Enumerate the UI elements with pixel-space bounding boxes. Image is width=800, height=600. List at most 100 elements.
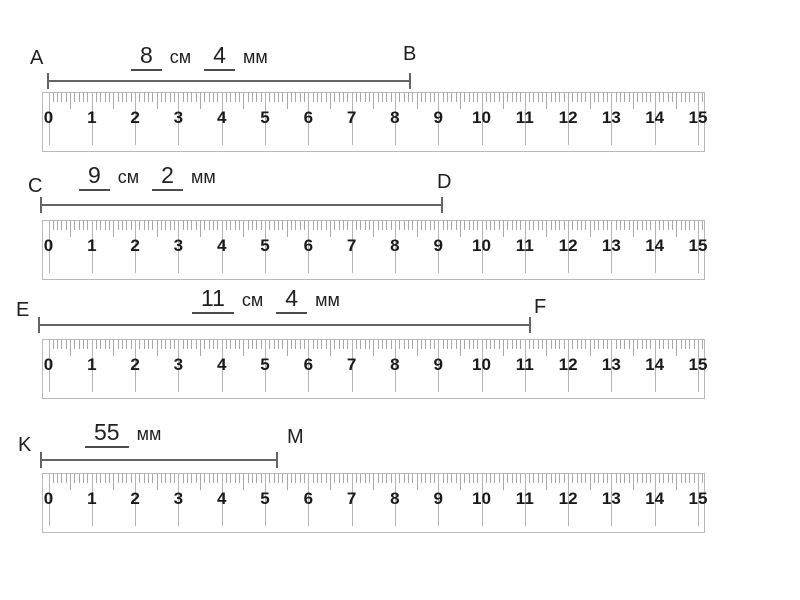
mm-tick xyxy=(399,93,401,102)
cm-tick xyxy=(438,221,440,273)
mm-tick xyxy=(602,474,604,483)
mm-tick xyxy=(498,93,500,102)
mm-tick xyxy=(100,93,102,102)
mm-tick xyxy=(646,340,648,349)
endpoint-label-a: A xyxy=(30,47,44,69)
mm-tick xyxy=(676,221,678,237)
mm-tick xyxy=(217,474,219,483)
measurement-text-cd: 9 см 2 мм xyxy=(79,164,216,191)
cm-tick xyxy=(178,93,180,145)
segment-cd xyxy=(40,197,443,213)
mm-tick xyxy=(672,340,674,349)
endpoint-label-c: C xyxy=(28,175,43,197)
mm-tick xyxy=(342,93,344,102)
cm-tick xyxy=(178,340,180,392)
mm-tick xyxy=(316,474,318,483)
mm-tick xyxy=(672,221,674,230)
mm-tick xyxy=(52,340,54,349)
mm-tick xyxy=(113,474,115,490)
mm-tick xyxy=(174,221,176,230)
mm-tick xyxy=(598,93,600,102)
mm-tick xyxy=(239,340,241,349)
mm-tick xyxy=(390,340,392,349)
mm-tick xyxy=(563,474,565,483)
mm-tick xyxy=(550,93,552,102)
ruler-number-1: 1 xyxy=(87,108,97,127)
cm-tick xyxy=(568,340,570,392)
mm-tick xyxy=(364,474,366,483)
mm-tick xyxy=(148,93,150,102)
mm-tick xyxy=(195,93,197,102)
mm-tick xyxy=(260,474,262,483)
mm-tick xyxy=(520,340,522,349)
mm-tick xyxy=(290,340,292,349)
mm-tick xyxy=(57,474,59,483)
mm-tick xyxy=(546,221,548,237)
mm-tick xyxy=(702,221,704,230)
mm-tick xyxy=(312,93,314,102)
mm-tick xyxy=(403,221,405,230)
mm-tick xyxy=(464,340,466,349)
mm-tick xyxy=(624,474,626,483)
mm-tick xyxy=(273,474,275,483)
ruler-number-15: 15 xyxy=(688,108,708,127)
mm-tick xyxy=(165,340,167,349)
mm-tick xyxy=(507,221,509,230)
ruler-number-4: 4 xyxy=(216,236,227,255)
mm-tick xyxy=(464,221,466,230)
mm-tick xyxy=(628,221,630,230)
ruler-number-8: 8 xyxy=(390,108,400,127)
cm-tick xyxy=(178,221,180,273)
mm-tick xyxy=(148,221,150,230)
mm-tick xyxy=(598,474,600,483)
mm-tick xyxy=(117,221,119,230)
cm-tick xyxy=(698,340,699,392)
mm-tick xyxy=(360,474,362,483)
mm-tick xyxy=(329,340,331,356)
mm-tick xyxy=(477,93,479,102)
cm-tick xyxy=(698,93,699,145)
mm-tick xyxy=(468,93,470,102)
mm-tick xyxy=(559,474,561,483)
ruler-number-10: 10 xyxy=(472,489,491,508)
mm-tick xyxy=(659,340,661,349)
mm-tick xyxy=(143,221,145,230)
mm-tick xyxy=(373,221,375,237)
mm-tick xyxy=(546,93,548,109)
mm-tick xyxy=(169,221,171,230)
cm-tick xyxy=(654,474,656,526)
mm-tick xyxy=(174,340,176,349)
mm-tick xyxy=(498,340,500,349)
mm-tick xyxy=(334,474,336,483)
endpoint-label-f: F xyxy=(534,296,547,318)
cm-tick xyxy=(91,340,93,392)
mm-tick xyxy=(667,221,669,230)
mm-tick xyxy=(420,340,422,349)
mm-tick xyxy=(516,93,518,102)
cm-unit-label: см xyxy=(241,290,264,310)
cm-tick xyxy=(481,221,483,273)
mm-tick xyxy=(243,93,245,109)
mm-tick xyxy=(247,474,249,483)
mm-tick xyxy=(399,221,401,230)
mm-tick xyxy=(520,221,522,230)
mm-tick xyxy=(680,340,682,349)
mm-tick xyxy=(52,93,54,102)
cm-tick xyxy=(135,340,137,392)
mm-tick xyxy=(620,221,622,230)
ruler-number-12: 12 xyxy=(558,489,578,508)
mm-tick xyxy=(204,474,206,483)
ruler-number-13: 13 xyxy=(601,489,621,508)
mm-tick xyxy=(550,340,552,349)
mm-tick xyxy=(503,474,505,490)
mm-tick xyxy=(667,93,669,102)
mm-tick xyxy=(247,93,249,102)
mm-tick xyxy=(78,340,80,349)
ruler-number-0: 0 xyxy=(43,489,54,508)
mm-tick xyxy=(152,340,154,349)
mm-tick xyxy=(325,474,327,483)
mm-tick xyxy=(602,340,604,349)
mm-tick xyxy=(477,221,479,230)
mm-tick xyxy=(433,340,435,349)
